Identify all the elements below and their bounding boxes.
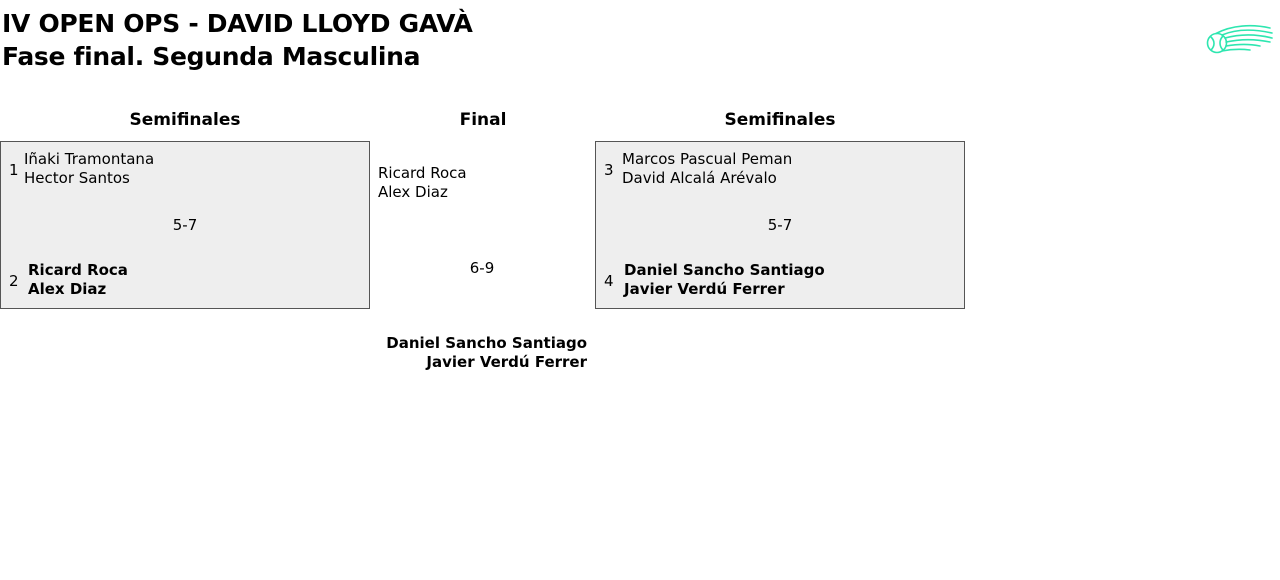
seed-number: 3 [604,161,614,179]
player-name: Javier Verdú Ferrer [624,280,785,298]
match-score: 5-7 [767,216,793,234]
player-name: Alex Diaz [28,280,107,298]
player-name: Marcos Pascual Peman [622,150,793,168]
team-top: Marcos Pascual Peman David Alcalá Aréval… [622,150,792,188]
seed-number: 2 [9,272,19,290]
player-name: Iñaki Tramontana [24,150,155,168]
team-bottom-winner: Ricard Roca Alex Diaz [28,261,128,299]
player-name: Hector Santos [24,169,130,187]
column-header-final: Final [459,110,507,130]
match-score: 5-7 [172,216,198,234]
player-name: Alex Diaz [378,183,448,201]
player-name: Ricard Roca [378,164,467,182]
semifinal-left-match: 1 Iñaki Tramontana Hector Santos 5-7 2 R… [0,141,370,309]
tournament-title: IV OPEN OPS - DAVID LLOYD GAVÀ [2,9,473,38]
player-name: Daniel Sancho Santiago [386,334,587,352]
player-name: David Alcalá Arévalo [622,169,777,187]
team-top: Iñaki Tramontana Hector Santos [24,150,154,188]
draw-subtitle: Fase final. Segunda Masculina [2,42,421,71]
tennis-ball-motion-icon [1204,20,1274,60]
column-header-semifinals-right: Semifinales [724,110,836,130]
final-score: 6-9 [469,259,495,277]
seed-number: 1 [9,161,19,179]
semifinal-right-match: 3 Marcos Pascual Peman David Alcalá Arév… [595,141,965,309]
seed-number: 4 [604,272,614,290]
final-team-top: Ricard Roca Alex Diaz [378,164,467,202]
team-bottom-winner: Daniel Sancho Santiago Javier Verdú Ferr… [624,261,825,299]
player-name: Javier Verdú Ferrer [426,353,587,371]
column-header-semifinals-left: Semifinales [129,110,241,130]
player-name: Daniel Sancho Santiago [624,261,825,279]
final-team-bottom-winner: Daniel Sancho Santiago Javier Verdú Ferr… [380,334,587,372]
player-name: Ricard Roca [28,261,128,279]
